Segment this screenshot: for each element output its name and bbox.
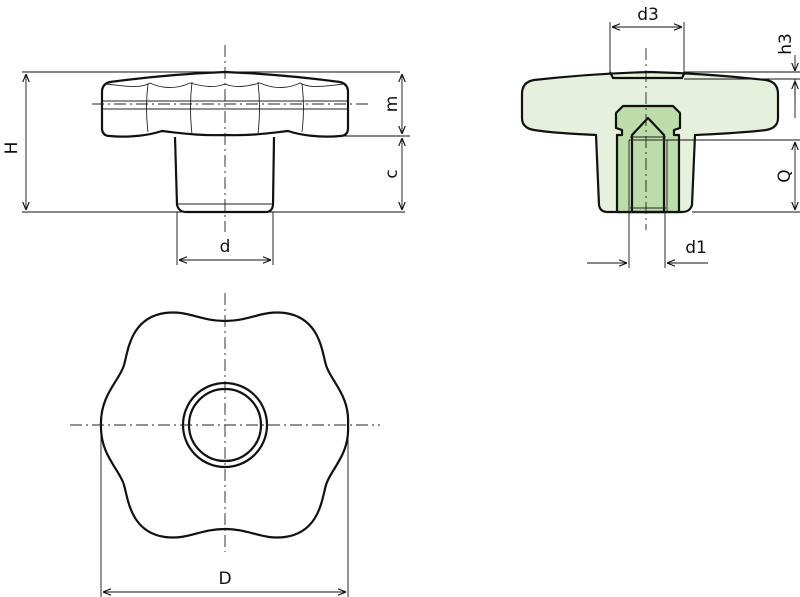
dim-label-h3: h3 [776, 33, 796, 55]
dim-label-d1: d1 [685, 238, 707, 258]
dim-label-m: m [382, 96, 402, 113]
dim-label-H: H [2, 142, 22, 155]
dim-label-c: c [382, 169, 402, 178]
dim-label-D: D [218, 569, 231, 589]
threaded-insert [614, 104, 682, 214]
side-view: H m c d [2, 45, 410, 265]
knob-head-outline [100, 70, 350, 138]
dim-label-Q: Q [775, 169, 795, 182]
top-view: D [70, 293, 380, 597]
dim-label-d: d [220, 237, 231, 257]
section-view: d3 h3 Q d1 [520, 5, 800, 268]
knob-stem-outline [173, 136, 276, 214]
dim-label-d3: d3 [637, 5, 659, 25]
